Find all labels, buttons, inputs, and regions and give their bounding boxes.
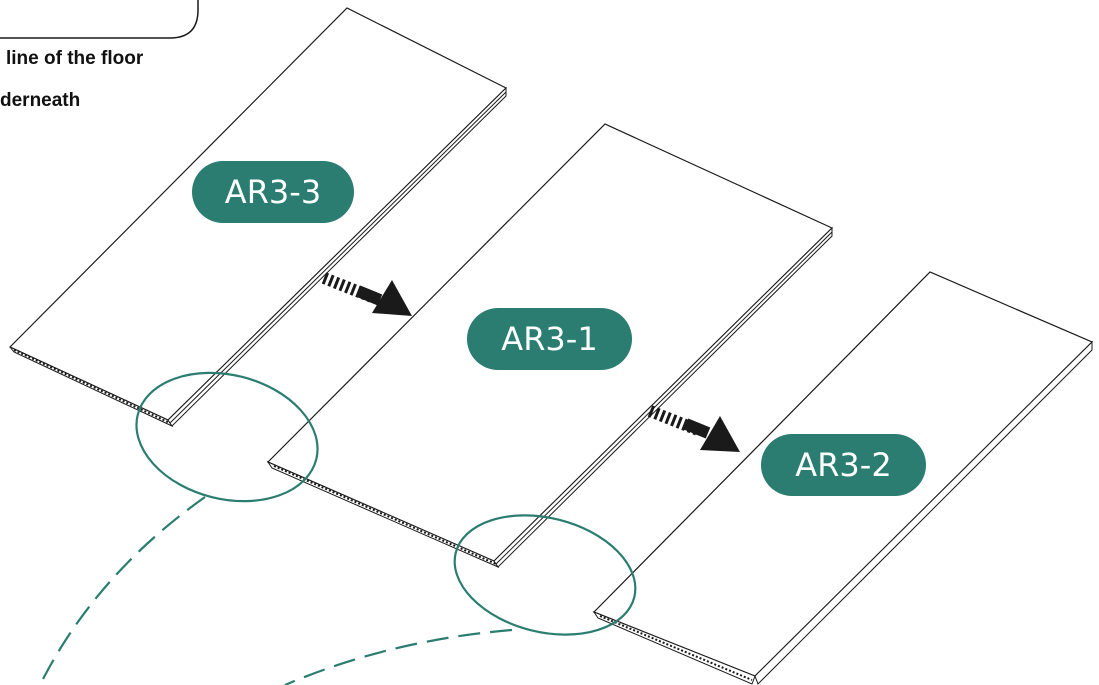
panel-label-ar3-3: AR3-3 <box>192 161 354 223</box>
joint-highlight-right <box>453 514 637 636</box>
panel-label-ar3-2: AR3-2 <box>761 434 926 496</box>
arrow-left-to-middle <box>321 272 412 316</box>
leader-line-left <box>39 496 206 685</box>
joint-highlight-left <box>135 371 319 503</box>
leader-line-right <box>284 628 513 685</box>
panel-label-ar3-1: AR3-1 <box>467 308 632 370</box>
instruction-text-line-1: line of the floor <box>6 48 144 69</box>
arrow-middle-to-right <box>647 405 740 452</box>
callout-bubble <box>0 0 199 39</box>
instruction-text-line-2: derneath <box>0 90 81 111</box>
